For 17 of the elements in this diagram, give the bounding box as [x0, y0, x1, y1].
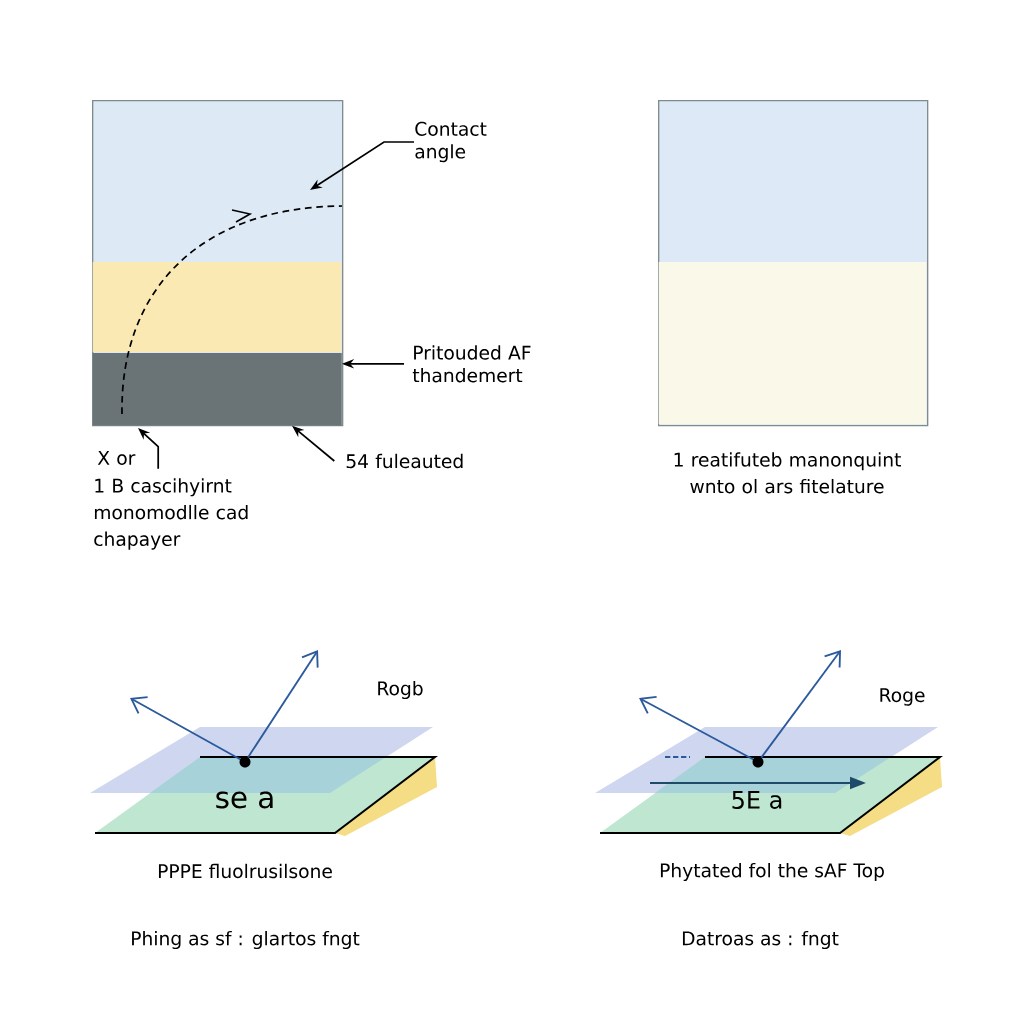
text-label: PPPE fluolrusilsone — [158, 863, 332, 879]
callout-label: Pritouded AF thandemert — [412, 345, 531, 383]
leader-line — [138, 428, 160, 470]
text-label: Roge — [880, 688, 925, 706]
text-label: Datroas as : fngt — [682, 931, 839, 950]
node-label: 1 reatifuteb manonquint wnto ol ars fitelature — [674, 452, 901, 494]
callout-label: X or — [97, 451, 136, 465]
text-label: Rogb — [378, 681, 423, 700]
text-label: se a — [216, 791, 273, 809]
sample-panel — [658, 100, 929, 427]
callout-label: 54 fuleauted — [346, 453, 463, 469]
text-label: 5E a — [732, 791, 782, 809]
text-label: Phing as sf : glartos fngt — [132, 931, 360, 950]
node-label: 1 B cascihyirnt monomodlle cad chapayer — [94, 478, 248, 550]
text-label: Phytated fol the sAF Top — [660, 863, 884, 882]
callout-label: Contact angle — [415, 121, 487, 163]
substrate-layer — [92, 353, 342, 426]
